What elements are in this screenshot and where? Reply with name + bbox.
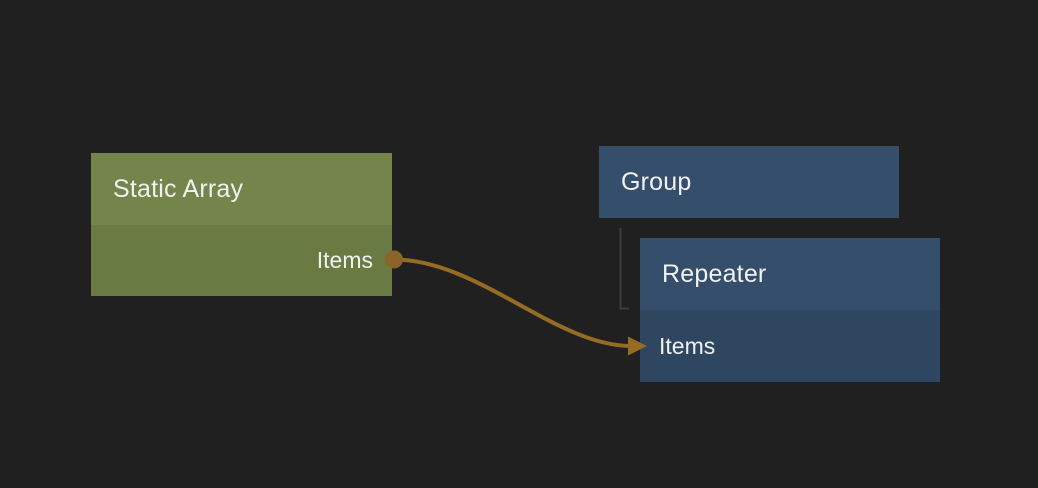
- node-repeater[interactable]: Repeater Items: [640, 238, 940, 382]
- repeater-items-row[interactable]: Items: [640, 310, 940, 382]
- group-title: Group: [621, 167, 692, 196]
- repeater-input-port-label: Items: [659, 332, 716, 359]
- repeater-title: Repeater: [662, 259, 767, 288]
- group-header[interactable]: Group: [599, 146, 899, 218]
- connection-wire[interactable]: [392, 257, 633, 348]
- node-static-array[interactable]: Static Array Items: [91, 153, 392, 296]
- static-array-header[interactable]: Static Array: [91, 153, 392, 225]
- static-array-output-port-label: Items: [316, 247, 373, 273]
- repeater-header[interactable]: Repeater: [640, 238, 940, 310]
- node-group[interactable]: Group: [599, 146, 899, 218]
- static-array-title: Static Array: [113, 174, 244, 203]
- group-repeater-hierarchy-line: [619, 228, 629, 310]
- static-array-items-row[interactable]: Items: [91, 225, 392, 296]
